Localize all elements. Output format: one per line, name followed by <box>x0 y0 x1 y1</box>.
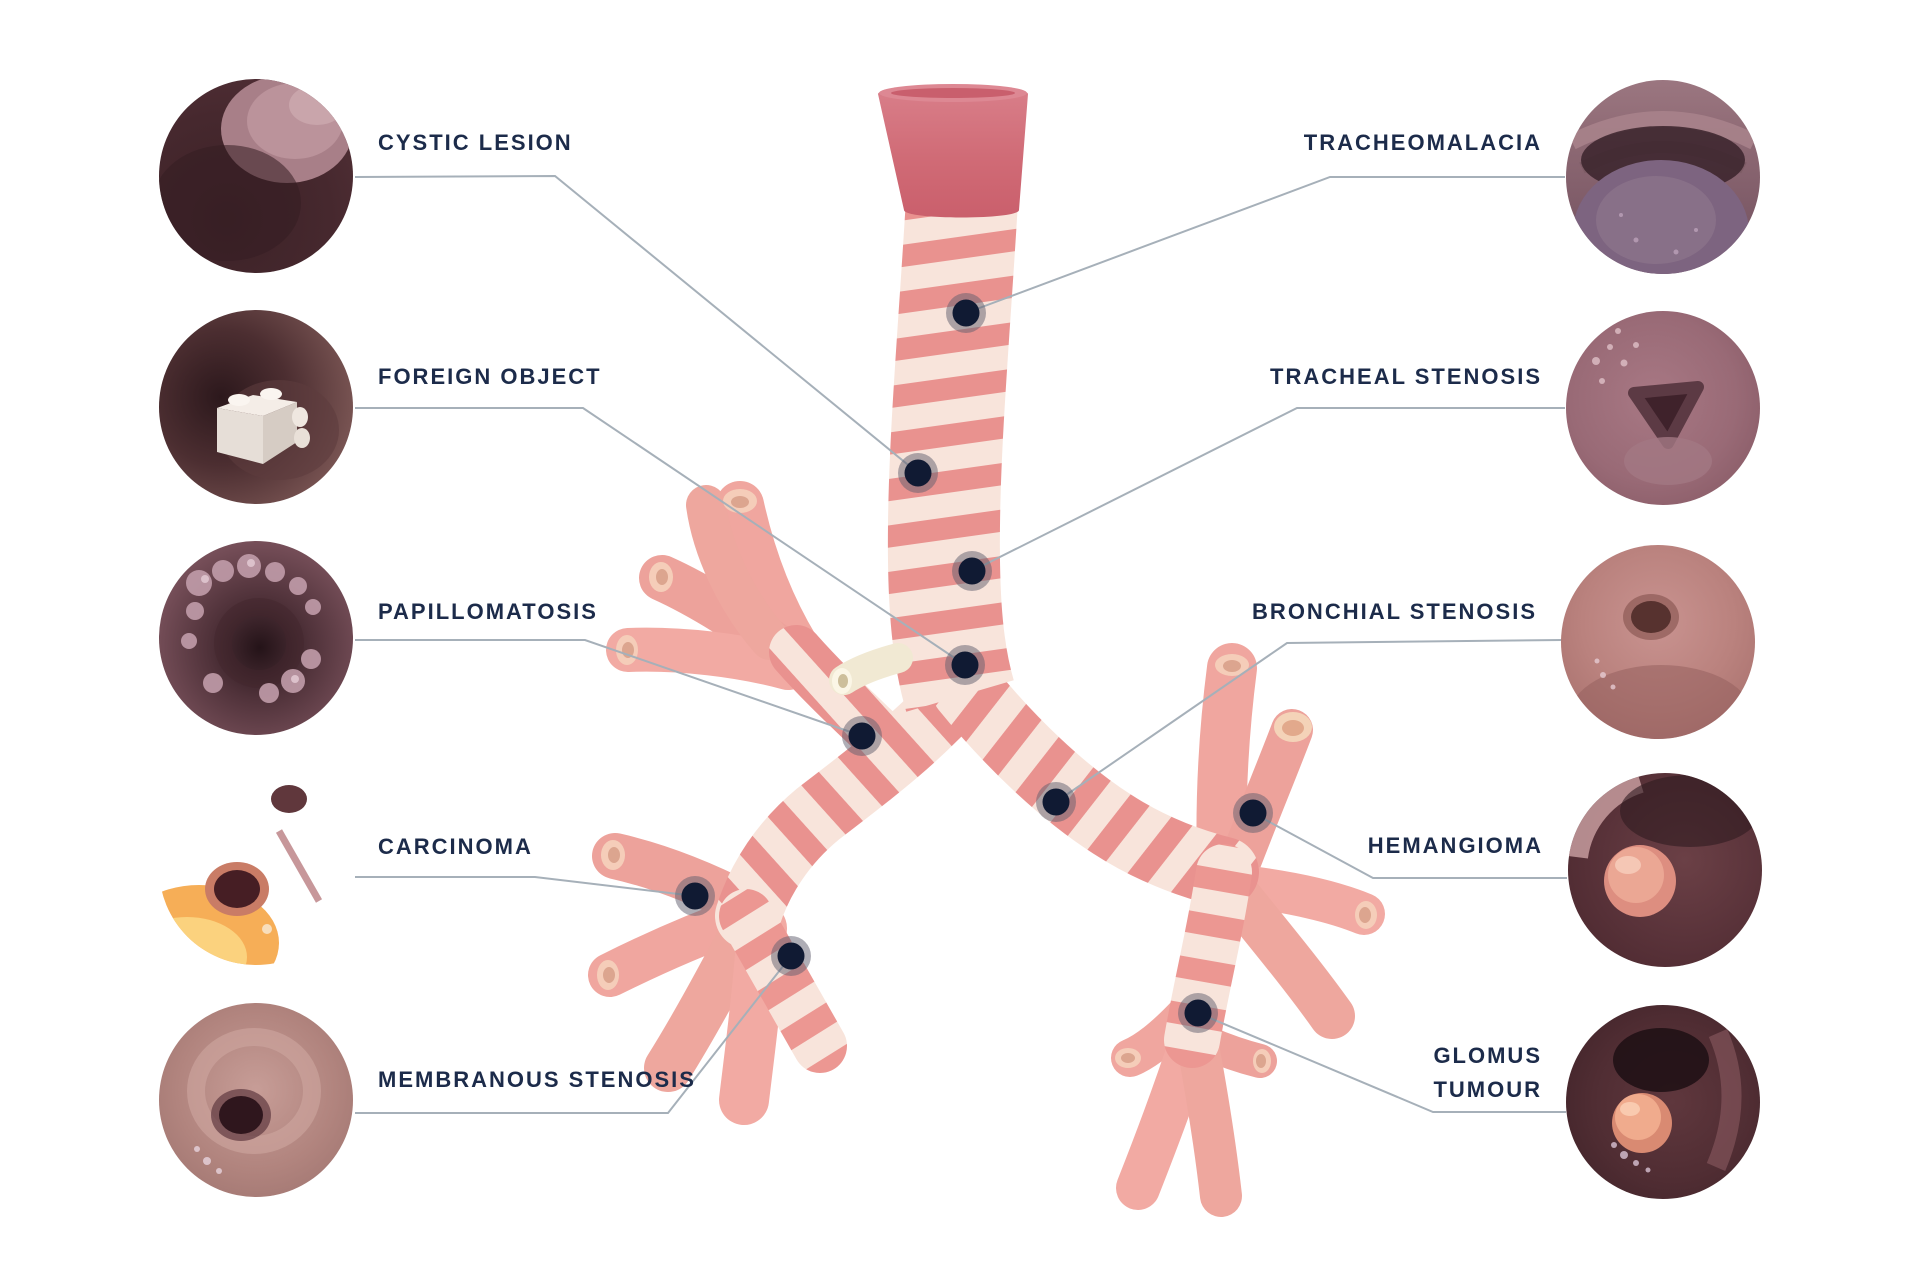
endoscopy-thumbnail-tracheal-stenosis <box>1566 311 1760 505</box>
label-carcinoma: CARCINOMA <box>378 834 533 859</box>
bronchial-stenosis-graphic <box>1569 594 1753 739</box>
label-bronchial-stenosis: BRONCHIAL STENOSIS <box>1252 599 1537 624</box>
label-glomus-tumour: GLOMUS TUMOUR <box>1433 1043 1542 1102</box>
cystic-lesion-graphic <box>159 79 353 261</box>
lego-brick-graphic <box>217 380 339 480</box>
endoscopy-thumbnail-carcinoma <box>159 771 353 965</box>
leader-bronchial-stenosis <box>1055 639 1563 803</box>
dot-cystic-lesion <box>898 453 938 493</box>
leader-membranous-stenosis <box>355 955 792 1114</box>
endoscopy-thumbnail-bronchial-stenosis <box>1561 545 1755 739</box>
dot-papillomatosis <box>842 716 882 756</box>
dot-tracheal-stenosis <box>952 551 992 591</box>
leader-papillomatosis <box>355 639 863 737</box>
label-tracheal-stenosis: TRACHEAL STENOSIS <box>1270 364 1542 389</box>
membranous-stenosis-graphic <box>187 1028 321 1174</box>
label-cystic-lesion: CYSTIC LESION <box>378 130 573 155</box>
papillomatosis-graphic <box>181 554 321 703</box>
label-membranous-stenosis: MEMBRANOUS STENOSIS <box>378 1067 696 1092</box>
endoscopy-thumbnail-tracheomalacia <box>1566 80 1760 274</box>
dot-hemangioma <box>1233 793 1273 833</box>
dot-glomus-tumour <box>1178 993 1218 1033</box>
endoscopy-thumbnail-glomus-tumour <box>1566 1005 1760 1199</box>
endoscopy-thumbnail-membranous-stenosis <box>159 1003 353 1197</box>
leader-foreign-object <box>355 407 966 666</box>
glomus-tumour-graphic <box>1611 1028 1742 1173</box>
endoscopy-thumbnail-hemangioma <box>1568 773 1762 967</box>
endoscopy-thumbnail-cystic-lesion <box>159 79 353 273</box>
endoscopy-thumbnail-papillomatosis <box>159 541 353 735</box>
dot-bronchial-stenosis <box>1036 782 1076 822</box>
dot-tracheomalacia <box>946 293 986 333</box>
leader-lines <box>354 174 1567 1114</box>
endoscopy-thumbnail-foreign-object <box>159 310 353 504</box>
hemangioma-graphic <box>1568 773 1760 917</box>
carcinoma-graphic <box>159 785 323 965</box>
leader-cystic-lesion <box>354 174 919 474</box>
marker-dots <box>675 293 1273 1033</box>
airway-model-illustration <box>588 84 1385 1217</box>
label-tracheomalacia: TRACHEOMALACIA <box>1303 130 1542 155</box>
label-foreign-object: FOREIGN OBJECT <box>378 364 602 389</box>
label-hemangioma: HEMANGIOMA <box>1367 833 1543 858</box>
leader-glomus-tumour <box>1197 1012 1566 1113</box>
tracheomalacia-graphic <box>1568 111 1758 274</box>
tracheal-stenosis-graphic <box>1592 328 1712 485</box>
leader-tracheal-stenosis <box>971 407 1565 572</box>
dot-foreign-object <box>945 645 985 685</box>
dot-membranous-stenosis <box>771 936 811 976</box>
leader-tracheomalacia <box>965 176 1565 314</box>
leader-carcinoma <box>355 876 696 897</box>
leader-hemangioma <box>1252 812 1567 879</box>
label-papillomatosis: PAPILLOMATOSIS <box>378 599 598 624</box>
dot-carcinoma <box>675 876 715 916</box>
